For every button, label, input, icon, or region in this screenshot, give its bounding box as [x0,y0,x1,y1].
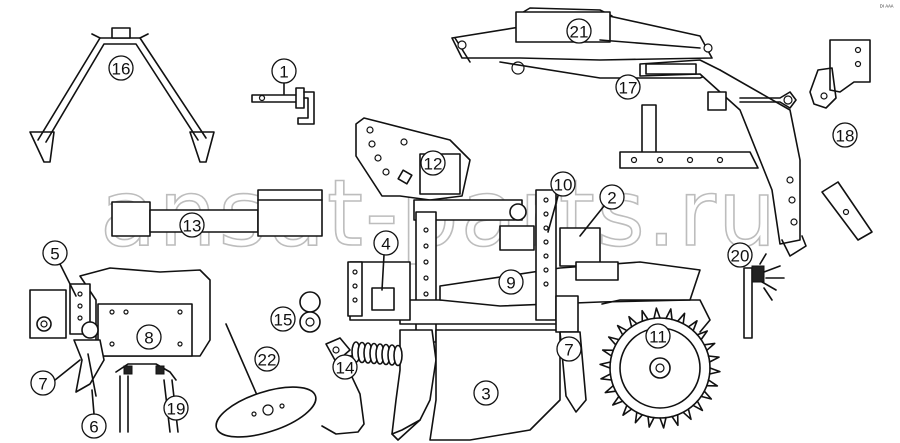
svg-text:20: 20 [731,247,750,266]
packer-wheel-tooth [703,342,716,352]
packer-wheel-tooth [687,320,698,332]
packer-wheel-tooth [708,367,721,375]
packer-wheel-tooth [607,336,620,346]
part-20-marker [743,253,785,339]
packer-wheel-tooth [659,416,667,429]
part-1-pin [251,87,315,125]
part-16-a-frame-stand [29,27,215,163]
callout-21: 21 [566,18,592,44]
part-22-disc-harrow [215,323,317,438]
part-14-spring-tine [321,337,403,435]
callout-3: 3 [473,380,499,406]
spring-coil [393,344,403,367]
callout-8: 8 [136,324,162,350]
svg-text:13: 13 [183,217,202,236]
svg-text:22: 22 [258,351,277,370]
corner-mark: ᴰᴵ ᴬᴬᴬ [880,3,894,11]
packer-wheel-tooth [700,390,713,400]
packer-wheel-tooth [671,414,679,427]
callout-1: 1 [271,58,297,95]
callout-7-right: 7 [556,336,582,362]
svg-text:12: 12 [424,155,443,174]
part-18-brackets [809,39,873,241]
svg-text:4: 4 [381,235,390,254]
packer-wheel-tooth [682,408,692,421]
packer-wheel-tooth [628,315,638,328]
packer-wheel-tooth [706,379,719,387]
packer-wheel-tooth [622,404,633,416]
packer-wheel-tooth [665,308,673,321]
packer-wheel-tooth [653,307,661,320]
coil-spring [351,341,403,367]
svg-text:14: 14 [336,359,355,378]
svg-text:5: 5 [50,245,59,264]
callout-7-left: 7 [30,359,81,396]
packer-wheel-tooth [641,309,649,322]
callout-14: 14 [332,354,358,380]
callout-11: 11 [645,323,671,349]
packer-wheel-tooth [599,361,612,369]
packer-wheel-tooth [634,411,644,424]
packer-wheel-tooth [612,395,624,406]
svg-text:10: 10 [554,176,573,195]
packer-wheel-tooth [696,330,708,341]
packer-wheel-tooth [707,355,720,363]
svg-text:6: 6 [89,418,98,437]
callout-12: 12 [420,150,446,176]
packer-wheel-tooth [692,400,704,412]
svg-text:19: 19 [167,400,186,419]
svg-text:1: 1 [279,63,288,82]
part-8-seed-unit [29,267,211,357]
callout-16: 16 [108,55,134,81]
callout-18: 18 [832,122,858,148]
svg-text:11: 11 [649,328,667,347]
packer-wheel-teeth [599,307,721,429]
svg-text:2: 2 [607,189,616,208]
packer-wheel-tooth [600,373,613,381]
svg-text:15: 15 [274,311,293,330]
callout-10: 10 [547,171,576,233]
part-17-lower-link [619,59,807,257]
callout-9: 9 [498,269,524,295]
packer-wheel-tooth [616,324,628,336]
svg-text:9: 9 [506,274,515,293]
svg-text:18: 18 [836,127,855,146]
callout-2: 2 [579,184,625,237]
callout-17: 17 [615,74,641,100]
callout-22: 22 [254,346,280,372]
svg-text:7: 7 [564,341,573,360]
callout-20: 20 [727,242,753,268]
svg-text:7: 7 [38,375,47,394]
part-15-washers [299,291,321,333]
callout-13: 13 [179,212,205,238]
part-11-packer-wheel [599,299,721,429]
packer-wheel-tooth [647,415,655,428]
callout-5: 5 [42,240,77,297]
part-7-tine-left [73,339,105,397]
packer-wheel-tooth [676,312,686,325]
svg-text:21: 21 [570,23,589,42]
packer-wheel-tooth [604,384,617,394]
callout-15: 15 [270,306,296,332]
part-3-blade [391,329,561,441]
callout-6: 6 [81,389,107,439]
callout-19: 19 [163,395,189,421]
svg-text:3: 3 [481,385,490,404]
svg-text:17: 17 [619,79,638,98]
svg-text:16: 16 [112,60,131,79]
svg-text:8: 8 [144,329,153,348]
main-frame-assembly [347,189,701,343]
callout-4: 4 [373,230,399,291]
packer-wheel-tooth [601,349,614,357]
